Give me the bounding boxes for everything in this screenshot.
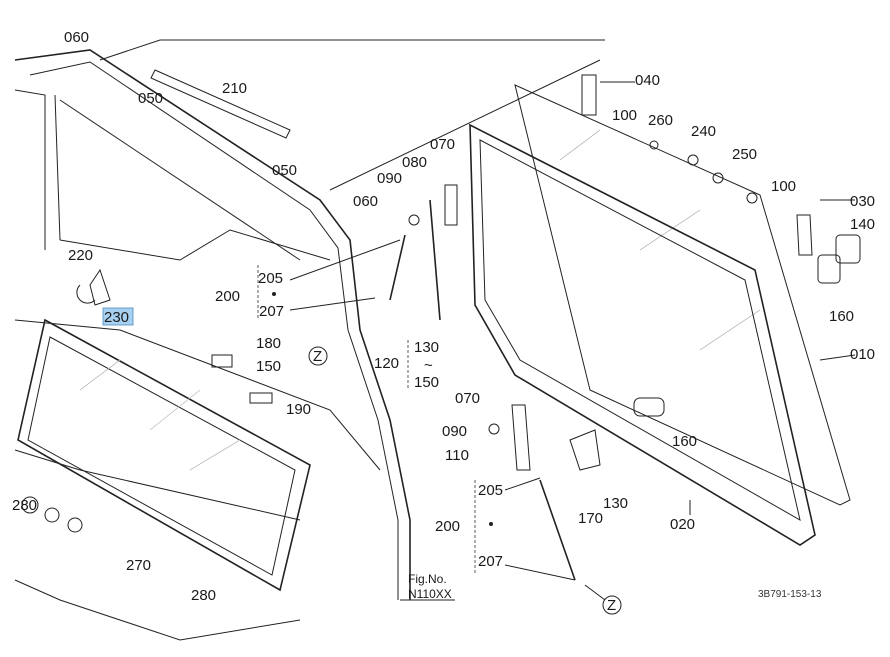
label-207: 207 (478, 553, 503, 570)
label-100: 100 (612, 107, 637, 124)
label-060: 060 (353, 193, 378, 210)
label-090: 090 (377, 170, 402, 187)
label-240: 240 (691, 123, 716, 140)
label-130: 130 (603, 495, 628, 512)
label-260: 260 (648, 112, 673, 129)
label-190: 190 (286, 401, 311, 418)
label-080: 080 (402, 154, 427, 171)
label-060: 060 (64, 29, 89, 46)
label-200: 200 (435, 518, 460, 535)
label-205: 205 (478, 482, 503, 499)
selected-highlight (102, 307, 134, 326)
label-070: 070 (430, 136, 455, 153)
label-170: 170 (578, 510, 603, 527)
label-160: 160 (672, 433, 697, 450)
label-020: 020 (670, 516, 695, 533)
label-150: 150 (414, 374, 439, 391)
seal-bar-210 (150, 69, 291, 139)
label-120: 120 (374, 355, 399, 372)
label-100: 100 (771, 178, 796, 195)
label-130: 130 (414, 339, 439, 356)
label-110: 110 (445, 447, 469, 464)
label-200: 200 (215, 288, 240, 305)
label-250: 250 (732, 146, 757, 163)
cab-frame (14, 49, 411, 641)
label-210: 210 (222, 80, 247, 97)
label-z: Z (607, 597, 616, 614)
rear-glass-010 (514, 84, 851, 506)
gas-strut-upper (389, 234, 406, 301)
label-z: Z (313, 348, 322, 365)
label-090: 090 (442, 423, 467, 440)
label-150: 150 (256, 358, 281, 375)
small-parts (76, 74, 861, 471)
part-labels: 060 050 210 050 060 090 080 070 040 100 … (12, 29, 875, 615)
label-range-tilde: ~ (424, 357, 433, 374)
label-205: 205 (258, 270, 283, 287)
fig-number: N110XX (408, 587, 452, 601)
hinge-rod (429, 199, 441, 321)
fig-no-label: Fig.No. (408, 572, 447, 586)
label-180: 180 (256, 335, 281, 352)
gas-strut-lower (539, 479, 576, 581)
label-280: 280 (12, 497, 37, 514)
label-160: 160 (829, 308, 854, 325)
label-140: 140 (850, 216, 875, 233)
label-270: 270 (126, 557, 151, 574)
label-207: 207 (259, 303, 284, 320)
label-040: 040 (635, 72, 660, 89)
front-glass-270 (17, 318, 311, 592)
window-seal-020 (469, 123, 816, 546)
label-050: 050 (138, 90, 163, 107)
label-050: 050 (272, 162, 297, 179)
label-220: 220 (68, 247, 93, 264)
label-230-selected[interactable]: 230 (104, 309, 129, 326)
label-030: 030 (850, 193, 875, 210)
label-010: 010 (850, 346, 875, 363)
view-z-marker (308, 346, 328, 366)
label-070: 070 (455, 390, 480, 407)
leader-lines (59, 39, 856, 601)
view-z-marker (602, 595, 622, 615)
drawing-code: 3B791-153-13 (758, 589, 822, 600)
label-280: 280 (191, 587, 216, 604)
